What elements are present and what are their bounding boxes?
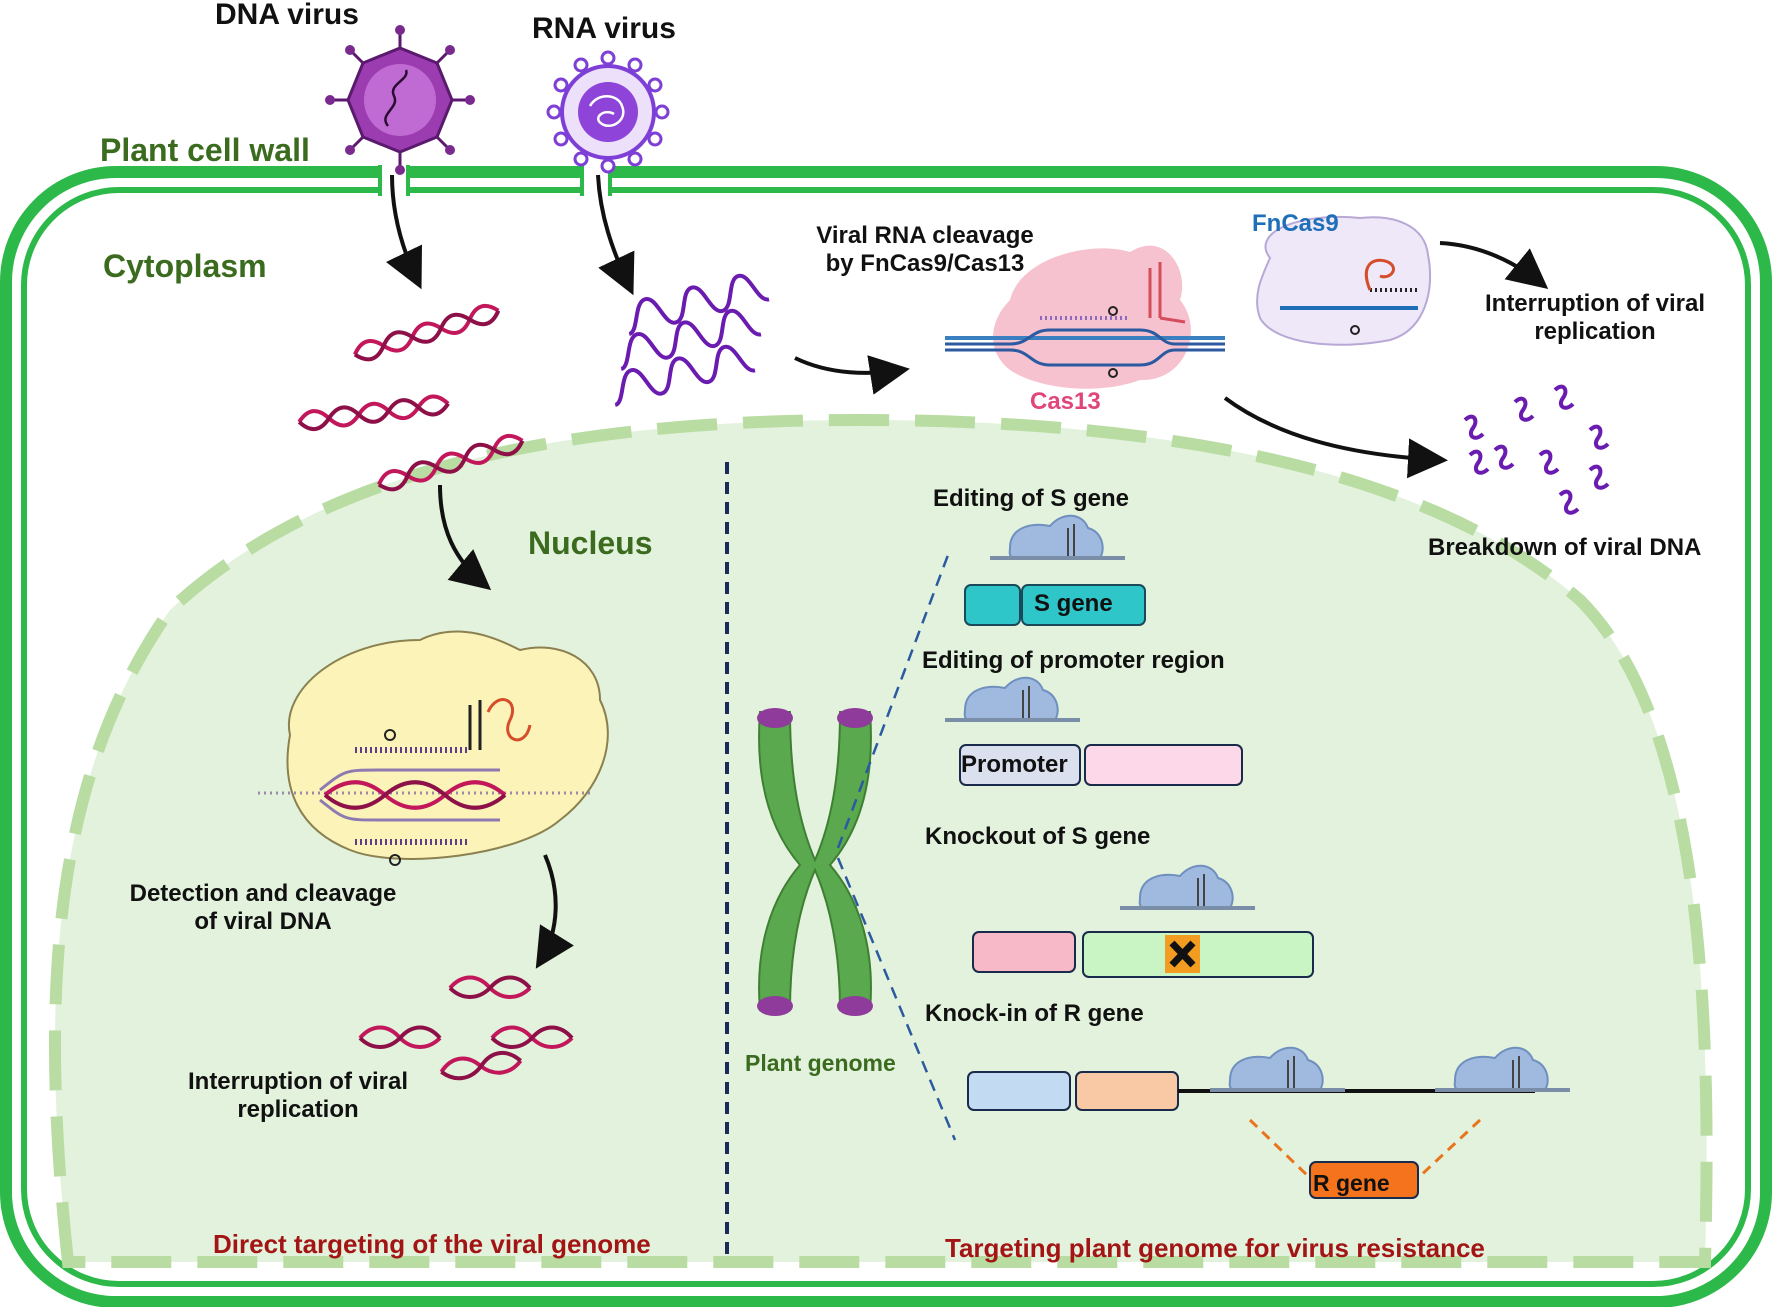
cytoplasm-label: Cytoplasm — [103, 248, 267, 284]
promoter-label: Promoter — [961, 751, 1068, 778]
rna-virus-icon — [546, 50, 670, 174]
editing-s-label: Editing of S gene — [933, 485, 1129, 512]
cell-wall-label: Plant cell wall — [100, 132, 310, 168]
arrow-to-fragments — [535, 854, 574, 969]
dna-virus-icon — [325, 25, 475, 175]
viral-rna-strands — [606, 268, 771, 408]
knockout-left-box — [972, 931, 1076, 973]
cas13-label: Cas13 — [1030, 388, 1101, 415]
cell-wall-outer — [0, 166, 1772, 1308]
r-gene-label: R gene — [1313, 1170, 1390, 1196]
arrow-rna-entry — [596, 174, 635, 296]
rna-virus-label: RNA virus — [532, 12, 676, 45]
knockin-blue-box — [967, 1071, 1071, 1111]
fncas9-label: FnCas9 — [1252, 210, 1339, 237]
knockin-label: Knock-in of R gene — [925, 1000, 1144, 1027]
arrow-to-interruption — [1439, 241, 1549, 290]
zoom-line-upper — [836, 554, 950, 849]
dna-interruption-label: Interruption of viral replication — [187, 1068, 408, 1123]
rna-fragments — [1463, 384, 1610, 515]
promoter-downstream-box — [1084, 744, 1243, 786]
plant-targeting-footer: Targeting plant genome for virus resista… — [945, 1233, 1485, 1263]
rna-interruption-label: Interruption of viral replication — [1484, 290, 1705, 345]
s-gene-label: S gene — [1034, 590, 1113, 617]
chromosome — [757, 708, 873, 1016]
arrow-dna-entry — [386, 174, 422, 290]
knockout-x-icon — [1169, 940, 1196, 968]
direct-targeting-footer: Direct targeting of the viral genome — [213, 1229, 651, 1259]
dna-cas-complex — [258, 630, 609, 866]
s-gene-left-box — [964, 584, 1021, 626]
editing-promoter-label: Editing of promoter region — [922, 647, 1225, 674]
zoom-line-lower — [836, 857, 957, 1141]
plant-genome-label: Plant genome — [745, 1050, 896, 1076]
knockout-label: Knockout of S gene — [925, 823, 1151, 850]
dna-virus-label: DNA virus — [215, 0, 359, 31]
rna-cleavage-label: Viral RNA cleavage by FnCas9/Cas13 — [816, 222, 1034, 277]
s-gene-box — [1021, 584, 1146, 626]
arrow-dna-to-nucleus — [438, 484, 492, 591]
r-gene-box — [1309, 1161, 1419, 1199]
cas13-complex — [945, 245, 1225, 389]
knockin-orange-box — [1075, 1071, 1179, 1111]
detection-label: Detection and cleavage of viral DNA — [129, 880, 397, 935]
fncas9-complex — [1256, 216, 1432, 346]
arrow-rna-to-cleavage — [794, 355, 910, 395]
nucleus-label: Nucleus — [528, 525, 653, 561]
promoter-box — [959, 744, 1081, 786]
breakdown-label: Breakdown of viral DNA — [1428, 534, 1702, 561]
cell-wall-inner — [21, 187, 1751, 1287]
arrow-to-breakdown — [1223, 396, 1448, 479]
